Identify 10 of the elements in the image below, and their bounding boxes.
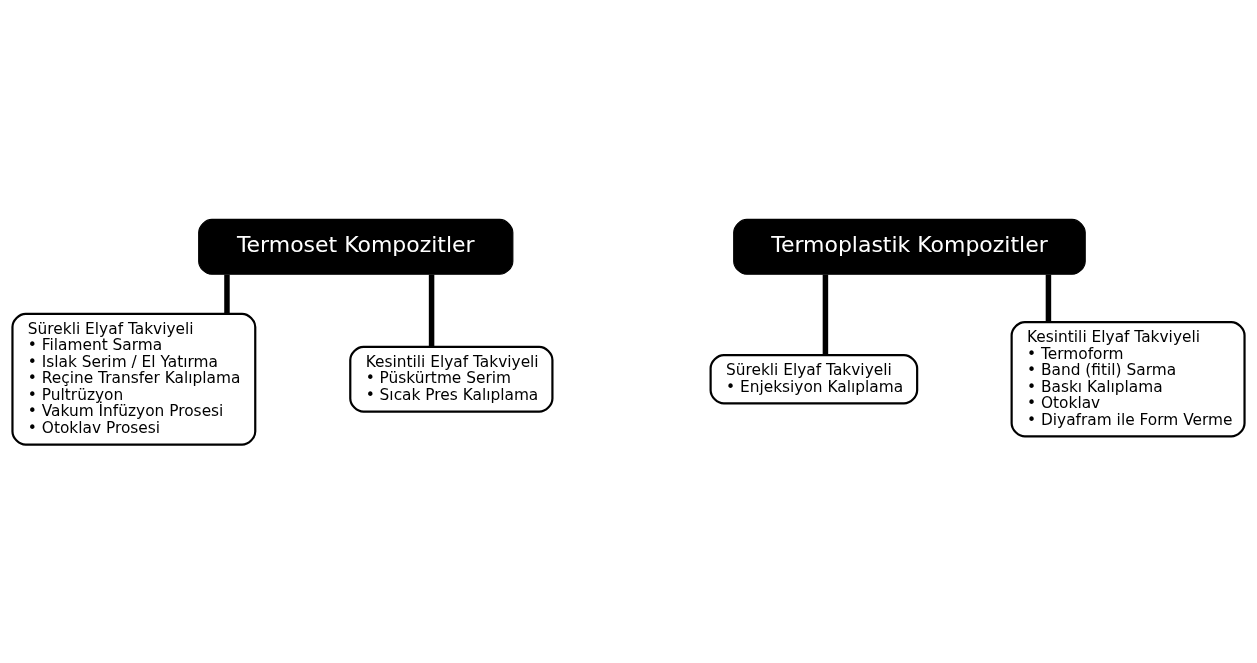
node-box: Kesintili Elyaf Takviyeli • Termoform • Band (fitil) Sarma • Baskı Kalıplama • Otoklav • Diyafram ile Form Verme [1010,320,1246,437]
connector [822,274,829,355]
node-box: Sürekli Elyaf Takviyeli • Filament Sarma • Islak Serim / El Yatırma • Reçine Transfer Kalıplama • Pultrüzyon • Vakum İnfüzyon Prosesi • Otoklav Prosesi [11,312,257,446]
connector [224,274,230,313]
node-box: Termoset Kompozitler [198,218,514,275]
connector [428,274,435,346]
node-box: Termoplastik Kompozitler [733,218,1086,275]
node-box: Kesintili Elyaf Takviyeli • Püskürtme Serim • Sıcak Pres Kalıplama [349,345,554,413]
node-box: Sürekli Elyaf Takviyeli • Enjeksiyon Kalıplama [709,353,919,404]
connector [1045,274,1052,322]
